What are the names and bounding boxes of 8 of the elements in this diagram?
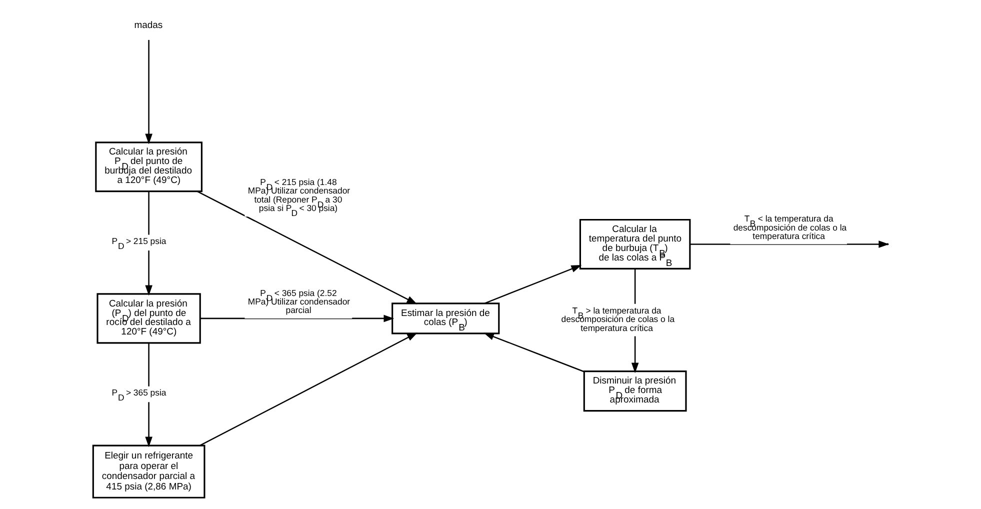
- node-text: madas: [134, 20, 163, 32]
- arrow: [145, 40, 152, 144]
- arrow: [197, 190, 418, 304]
- arrow: [484, 265, 582, 304]
- node-box: Elegir un refrigerante para operar el condensador parcial a 415 psia (2,86 MPa): [92, 444, 206, 498]
- arrow: [200, 332, 418, 446]
- arrow: [200, 314, 394, 322]
- arrow: [484, 332, 584, 372]
